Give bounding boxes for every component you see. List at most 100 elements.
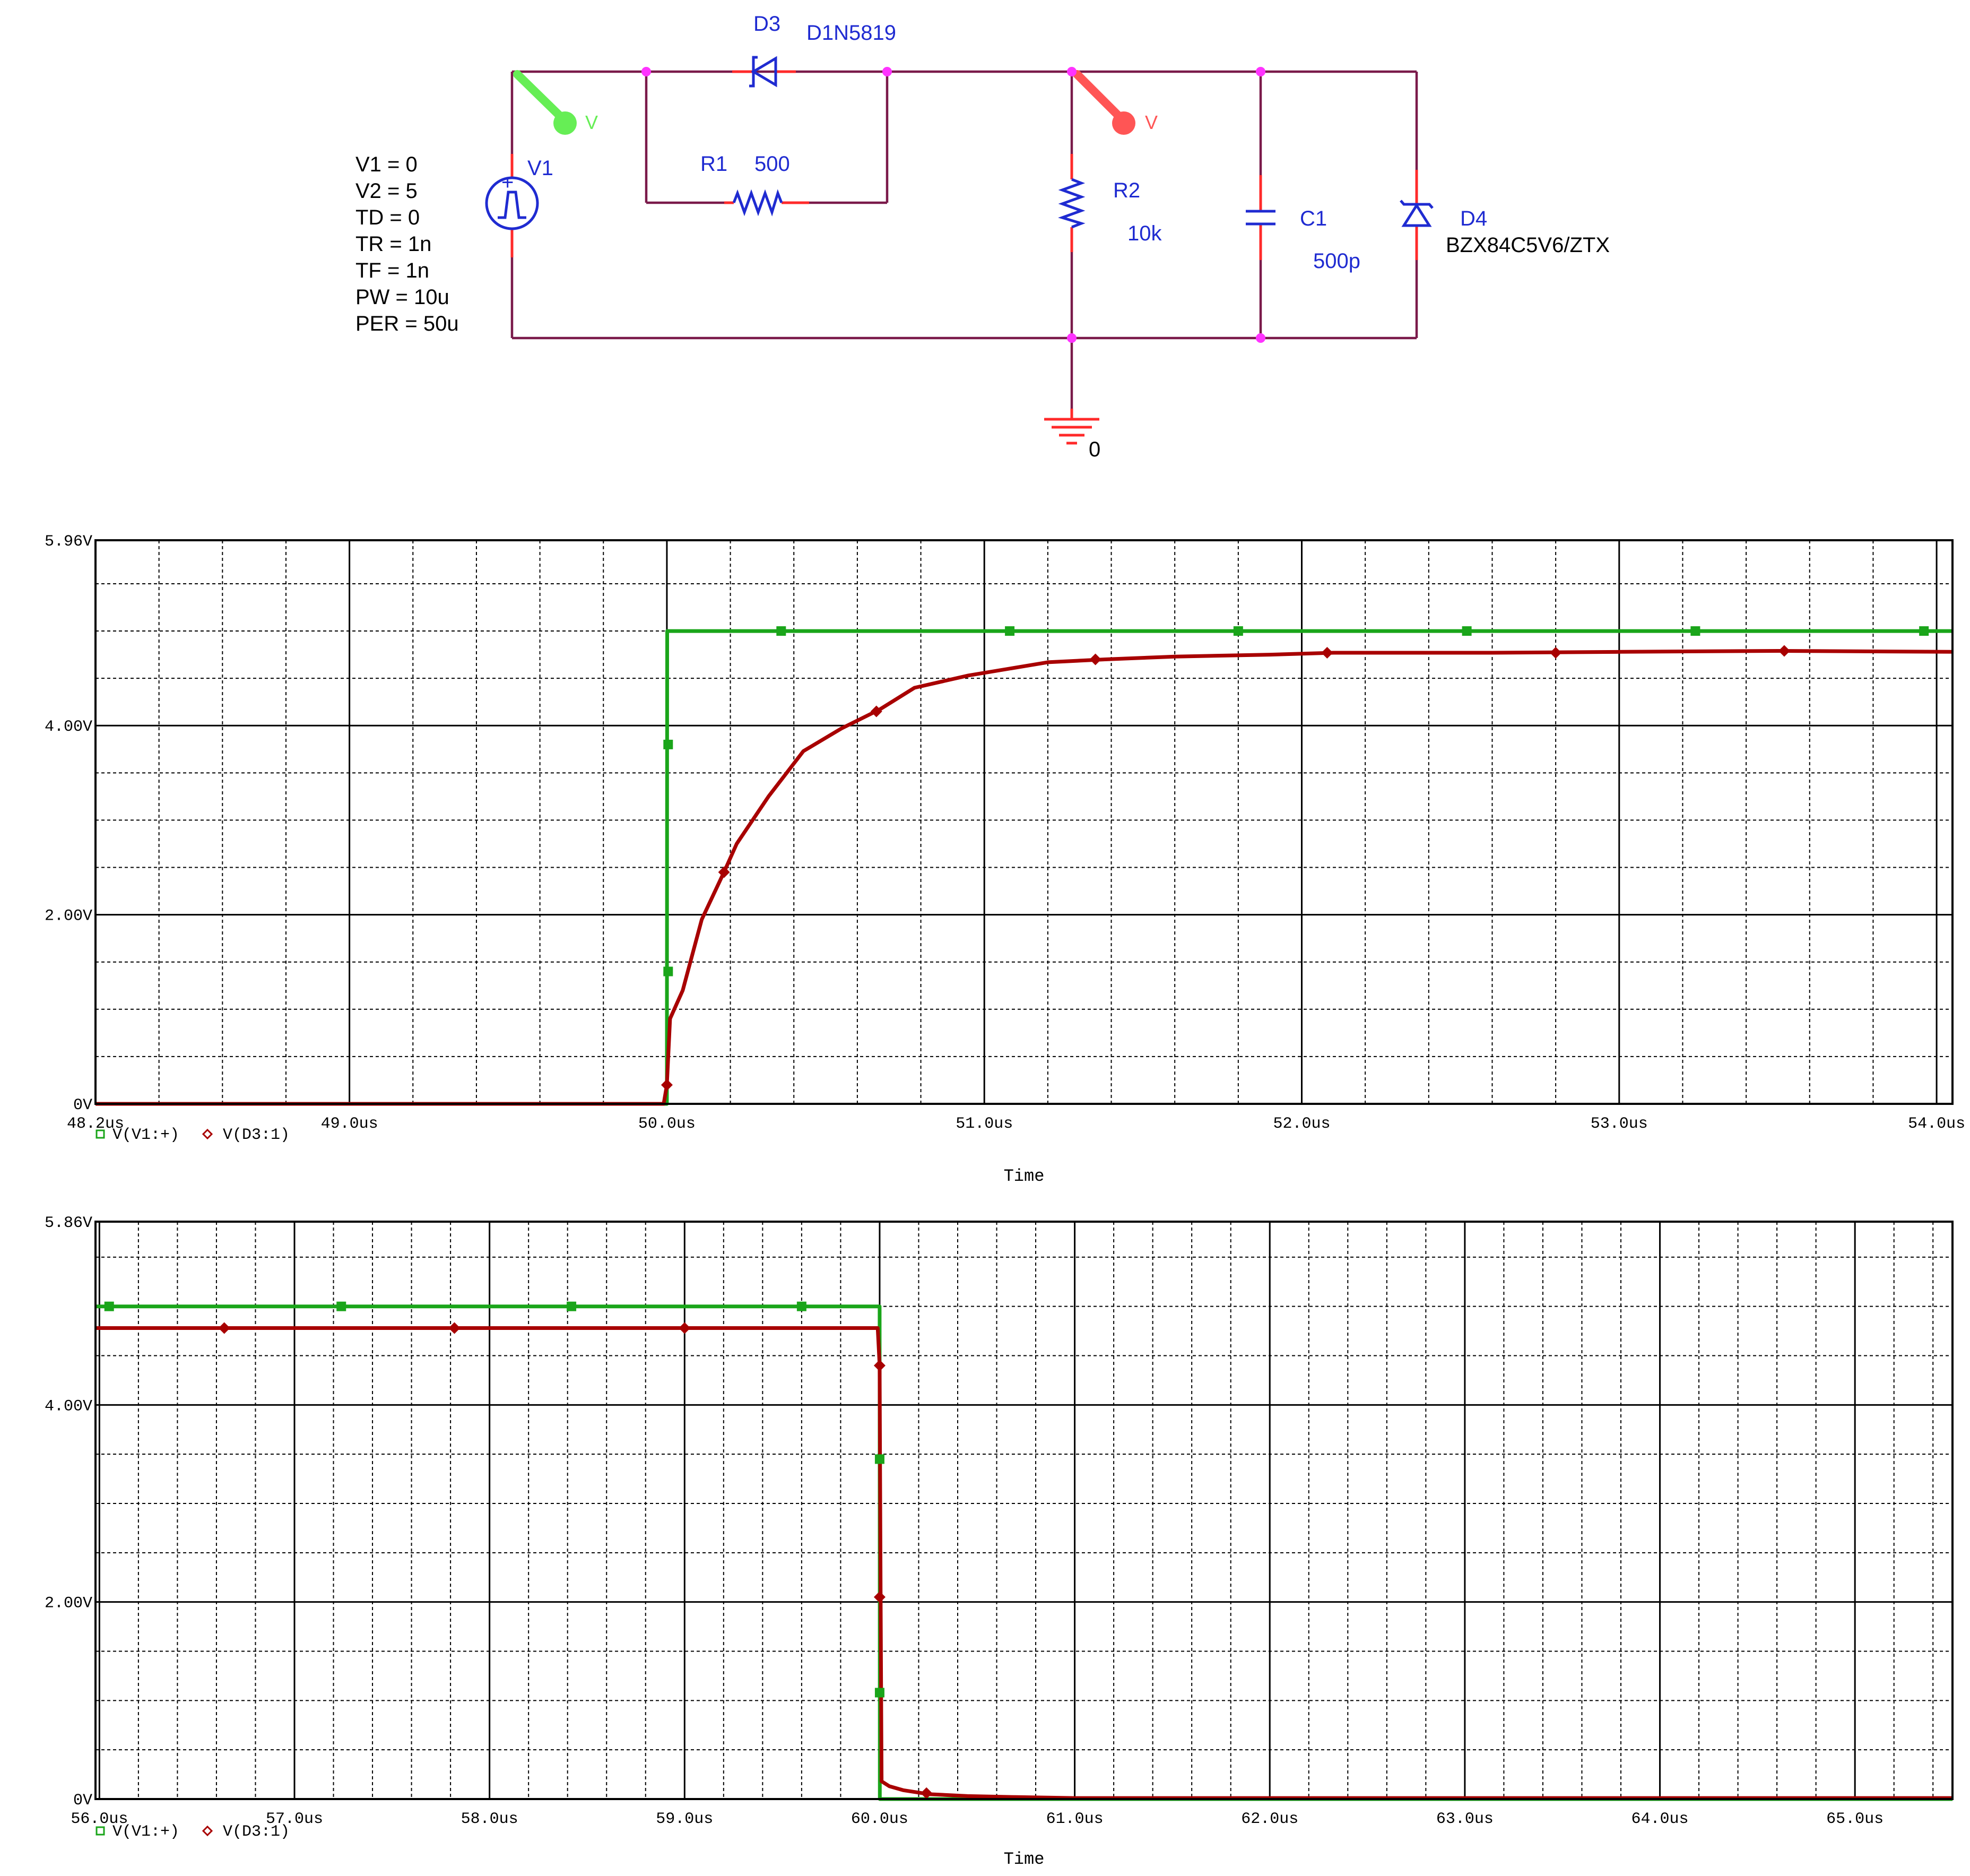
- y-tick-label: 0V: [73, 1096, 92, 1114]
- series-marker: [874, 1688, 884, 1698]
- diode-d3[interactable]: D3 D1N5819: [732, 12, 896, 88]
- series-marker: [874, 1454, 884, 1464]
- plot-markers: [661, 626, 1929, 1091]
- source-param: V2 = 5: [355, 179, 418, 203]
- source-params: V1 = 0 V2 = 5 TD = 0 TR = 1n TF = 1n PW …: [355, 153, 459, 335]
- x-axis-title: Time: [1004, 1166, 1045, 1186]
- legend-label: V(D3:1): [223, 1126, 290, 1144]
- series-marker: [336, 1301, 346, 1311]
- probe-green-label: V: [585, 111, 598, 133]
- plot-frame: [94, 1221, 1954, 1800]
- source-param: TF = 1n: [355, 259, 429, 282]
- zener-diode-d4[interactable]: D4 BZX84C5V6/ZTX: [1400, 170, 1610, 260]
- d3-ref-label: D3: [753, 12, 780, 36]
- series-marker: [663, 739, 673, 749]
- y-tick-label: 2.00V: [45, 907, 92, 926]
- zener-diode-icon: [1400, 200, 1434, 227]
- y-tick-label: 5.86V: [45, 1214, 92, 1232]
- series-marker: [1233, 626, 1243, 636]
- series-marker: [1690, 626, 1700, 636]
- series-marker: [104, 1301, 114, 1311]
- series-line-d3: [96, 649, 1953, 1106]
- svg-text:+: +: [501, 171, 514, 194]
- x-tick-label: 61.0us: [1046, 1810, 1104, 1828]
- x-tick-label: 63.0us: [1436, 1810, 1494, 1828]
- x-tick-label: 50.0us: [638, 1115, 696, 1133]
- x-tick-label: 59.0us: [656, 1810, 713, 1828]
- y-tick-label: 4.00V: [45, 718, 92, 736]
- probe-red-label: V: [1145, 111, 1158, 133]
- series-marker: [873, 1360, 886, 1372]
- source-param: V1 = 0: [355, 153, 418, 176]
- r1-ref-label: R1: [700, 152, 727, 176]
- x-tick-label: 52.0us: [1273, 1115, 1330, 1133]
- source-param: PW = 10u: [355, 286, 449, 309]
- legend-square-icon: [96, 1826, 105, 1836]
- legend-square-icon: [96, 1129, 105, 1139]
- y-tick-label: 4.00V: [45, 1397, 92, 1415]
- wires: [510, 70, 1418, 409]
- d3-value-label: D1N5819: [806, 21, 896, 45]
- series-marker: [776, 626, 786, 636]
- legend-label: V(V1:+): [112, 1823, 179, 1841]
- r1-value-label: 500: [754, 152, 790, 176]
- y-tick-labels: 0V 2.00V 4.00V 5.96V: [45, 533, 92, 1114]
- plot-legend: V(V1:+) V(D3:1): [96, 1126, 290, 1144]
- d4-ref-label: D4: [1460, 207, 1487, 230]
- x-tick-label: 56.0us: [71, 1810, 128, 1828]
- series-marker: [718, 866, 730, 878]
- waveform-plot-rising: 0V 2.00V 4.00V 5.96V 48.2us 49.0us 50.0us 51.0…: [45, 533, 1965, 1186]
- x-tick-label: 49.0us: [321, 1115, 378, 1133]
- legend-diamond-icon: [202, 1825, 213, 1837]
- legend-diamond-icon: [202, 1128, 213, 1140]
- source-param: PER = 50u: [355, 312, 459, 335]
- resistor-icon: [1058, 178, 1086, 229]
- series-marker: [870, 705, 882, 717]
- y-tick-label: 5.96V: [45, 533, 92, 551]
- x-axis-title: Time: [1004, 1849, 1045, 1869]
- voltage-probe-icon: [1073, 70, 1126, 124]
- diode-icon: [749, 56, 777, 88]
- voltage-probe-icon: [513, 70, 568, 124]
- series-marker: [1550, 647, 1562, 659]
- r2-value-label: 10k: [1127, 222, 1162, 245]
- series-marker: [661, 1079, 673, 1091]
- x-tick-label: 53.0us: [1591, 1115, 1648, 1133]
- resistor-r1[interactable]: R1 500: [700, 152, 809, 217]
- legend-label: V(D3:1): [223, 1823, 290, 1841]
- junction-dots: [641, 67, 1265, 343]
- legend-label: V(V1:+): [112, 1126, 179, 1144]
- x-tick-label: 62.0us: [1241, 1810, 1298, 1828]
- resistor-r2[interactable]: R2 10k: [1058, 154, 1162, 252]
- voltage-probe-red[interactable]: V: [1073, 70, 1158, 135]
- plot-grid: [94, 540, 1952, 1104]
- plot-grid: [96, 1222, 1952, 1799]
- series-marker: [1321, 647, 1333, 659]
- series-marker: [1089, 653, 1101, 665]
- ground-label: 0: [1089, 438, 1100, 461]
- x-tick-label: 60.0us: [851, 1810, 908, 1828]
- ground-symbol[interactable]: 0: [1044, 409, 1100, 461]
- series-marker: [1005, 626, 1015, 636]
- resistor-icon: [732, 189, 783, 217]
- y-tick-label: 0V: [73, 1792, 92, 1810]
- capacitor-c1[interactable]: C1 500p: [1246, 175, 1360, 273]
- ground-icon: [1044, 418, 1099, 445]
- x-tick-label: 51.0us: [956, 1115, 1013, 1133]
- series-marker: [796, 1301, 806, 1311]
- series-marker: [679, 1322, 691, 1334]
- circuit-schematic: + V1 V1 = 0 V2 = 5 TD = 0 TR = 1n TF = 1…: [355, 12, 1610, 461]
- source-param: TD = 0: [355, 206, 420, 229]
- source-param: TR = 1n: [355, 232, 431, 256]
- pulse-source-v1[interactable]: + V1: [485, 154, 553, 257]
- x-tick-label: 48.2us: [67, 1115, 124, 1133]
- d4-value-label: BZX84C5V6/ZTX: [1446, 234, 1610, 257]
- c1-value-label: 500p: [1313, 249, 1360, 273]
- voltage-probe-green[interactable]: V: [513, 70, 598, 135]
- series-marker: [873, 1591, 886, 1603]
- series-marker: [921, 1787, 933, 1799]
